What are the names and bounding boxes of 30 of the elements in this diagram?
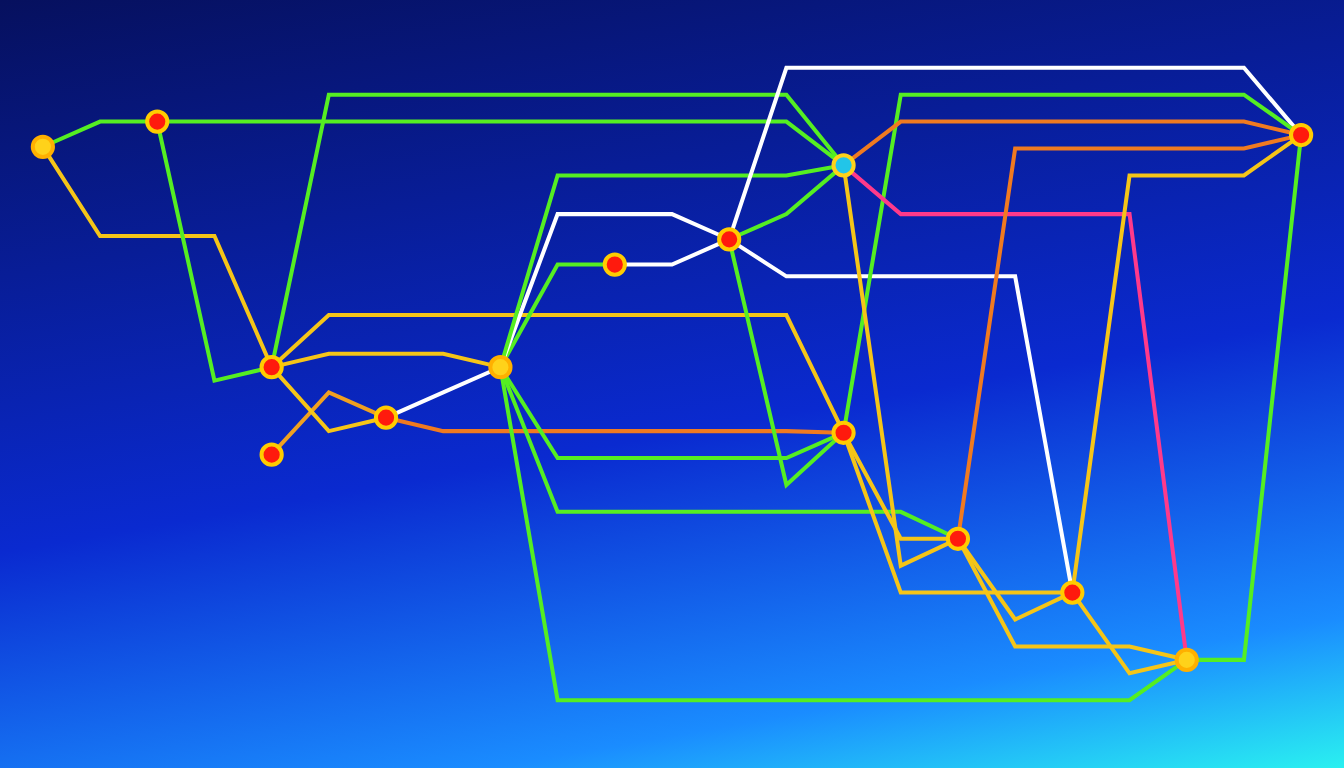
node-circle (602, 252, 627, 277)
node-circle (259, 442, 284, 467)
connector (157, 131, 263, 384)
node-circle (488, 355, 513, 380)
node-circle (945, 526, 971, 551)
connector (730, 65, 1297, 231)
connector (277, 389, 378, 449)
connector (271, 92, 839, 358)
node-circle (1060, 580, 1085, 605)
node-circle (1289, 122, 1314, 148)
node-circle (373, 405, 399, 430)
connector (167, 119, 837, 161)
node-circle (717, 227, 742, 252)
node-circle (831, 420, 856, 445)
node-circle (1174, 647, 1199, 672)
connector (46, 154, 270, 359)
node-circle (30, 134, 55, 159)
connector (736, 243, 1073, 583)
connector (502, 375, 950, 537)
node-circle (145, 109, 170, 134)
connector (737, 170, 838, 238)
connector (500, 376, 1180, 703)
connector (277, 313, 841, 425)
connector (1071, 139, 1295, 583)
connector (501, 165, 834, 359)
node-circle (831, 153, 856, 178)
connector (843, 175, 950, 569)
connector (394, 369, 492, 416)
node-circle (259, 355, 284, 380)
connector (960, 546, 1178, 660)
